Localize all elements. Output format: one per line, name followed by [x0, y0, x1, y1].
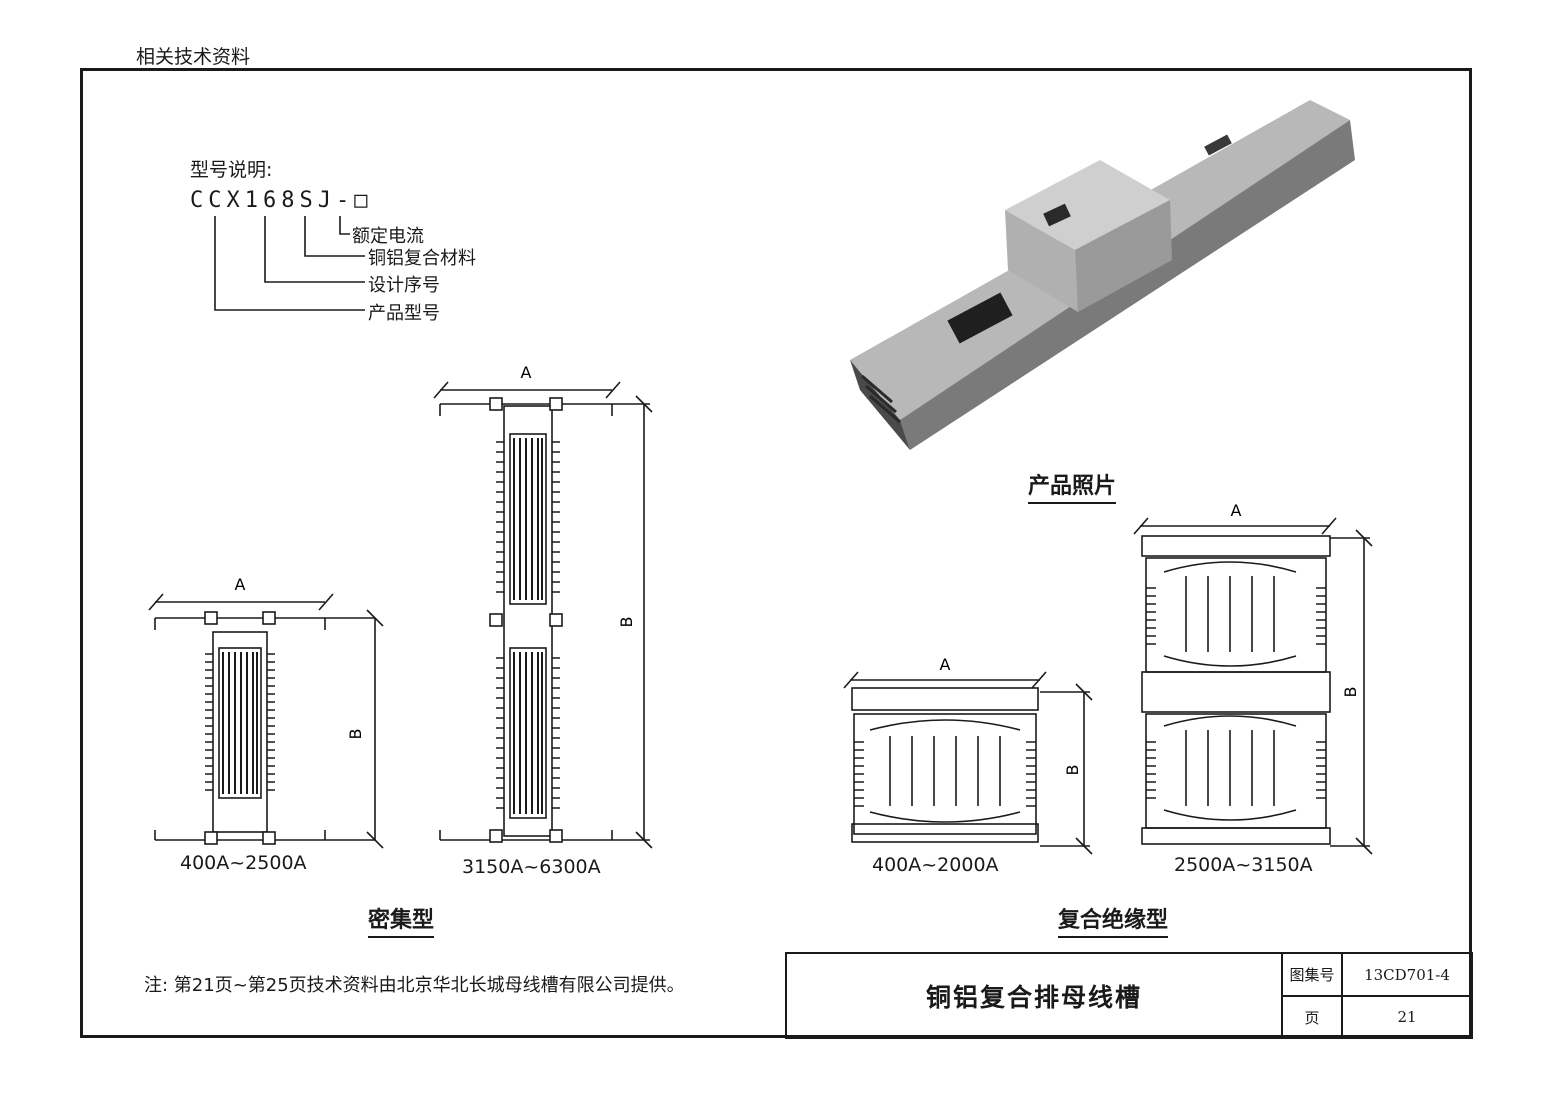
- product-photo: [850, 100, 1355, 450]
- drawing-title: 铜铝复合排母线槽: [787, 954, 1283, 1037]
- drawing-frame: [80, 68, 1472, 1038]
- dense-small-caption: 400A~2500A: [180, 852, 307, 874]
- dense-small-dim-a: A: [235, 575, 246, 594]
- composite-small-dim-a: A: [940, 656, 951, 674]
- composite-small-caption: 400A~2000A: [872, 854, 999, 876]
- composite-small-section: A B: [843, 656, 1093, 855]
- model-legend-lines: [214, 216, 365, 311]
- composite-title: 复合绝缘型: [1058, 902, 1169, 938]
- composite-large-dim-a: A: [1231, 502, 1242, 520]
- legend-product-model: 产品型号: [368, 303, 440, 324]
- dense-small-section: A B: [148, 575, 384, 849]
- page-number: 21: [1397, 1008, 1417, 1026]
- dense-small-dim-b: B: [346, 729, 365, 740]
- page-label: 页: [1283, 997, 1343, 1037]
- footnote: 注: 第21页~第25页技术资料由北京华北长城母线槽有限公司提供。: [144, 975, 685, 996]
- composite-large-caption: 2500A~3150A: [1174, 854, 1313, 876]
- legend-design-no: 设计序号: [368, 275, 440, 296]
- composite-large-dim-b: B: [1341, 687, 1360, 698]
- dense-large-caption: 3150A~6300A: [462, 856, 601, 878]
- atlas-number-value: 13CD701-4: [1343, 954, 1471, 997]
- model-code: CCX168SJ-□: [190, 188, 373, 213]
- title-block: 铜铝复合排母线槽 图集号 13CD701-4 页 21: [785, 952, 1473, 1039]
- atlas-number-label: 图集号: [1283, 954, 1343, 997]
- dense-title: 密集型: [368, 902, 435, 938]
- composite-small-dim-b: B: [1063, 765, 1082, 776]
- model-title: 型号说明:: [190, 159, 273, 181]
- legend-rated-current: 额定电流: [352, 226, 424, 247]
- dense-large-dim-b: B: [617, 617, 636, 628]
- photo-caption: 产品照片: [1028, 468, 1117, 504]
- dense-large-section: A B: [433, 363, 653, 849]
- composite-large-section: A B: [1133, 502, 1373, 855]
- header-label: 相关技术资料: [136, 46, 251, 68]
- legend-material: 铜铝复合材料: [368, 248, 476, 269]
- dense-large-dim-a: A: [521, 363, 532, 382]
